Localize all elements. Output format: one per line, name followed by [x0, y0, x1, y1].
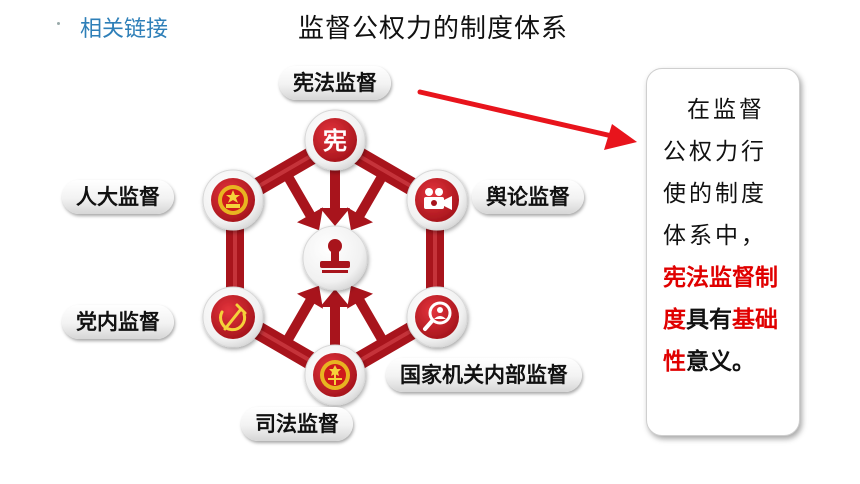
arrow-from-lower-right	[282, 285, 323, 344]
seal-stamp-icon	[320, 239, 350, 273]
section-label: 相关链接	[80, 17, 169, 42]
national-emblem-icon	[218, 185, 248, 215]
link-arrow	[417, 89, 637, 150]
arrow-from-top	[320, 170, 350, 226]
node-label-lower-left: 党内监督	[62, 305, 174, 339]
node-label-top: 宪法监督	[279, 66, 391, 100]
node-label-bottom: 司法监督	[241, 407, 353, 441]
node-label-upper-left: 人大监督	[62, 180, 174, 214]
video-camera-icon	[424, 188, 452, 210]
callout-text: 在监督公权力行使的制度体系中， 宪法监督制度具有基础性意义。	[663, 89, 785, 383]
decor-dot	[57, 22, 60, 25]
arrow-from-bottom	[320, 289, 350, 347]
arrow-from-lower-left	[347, 285, 388, 344]
court-emblem-icon	[320, 360, 350, 390]
callout-line1: 在监督公权力行使的制度体系中，	[663, 97, 767, 249]
callout-highlight-1: 宪法监督制度	[663, 265, 778, 333]
node-label-lower-right: 国家机关内部监督	[386, 358, 582, 392]
callout-highlight-2: 基础性	[663, 307, 778, 375]
callout-end: 意义。	[686, 349, 755, 375]
callout-mid: 具有	[686, 307, 732, 333]
inward-arrows	[282, 170, 388, 347]
arrow-from-upper-left	[347, 172, 388, 231]
page-title: 监督公权力的制度体系	[298, 14, 569, 44]
hammer-sickle-icon	[219, 303, 247, 332]
node-top	[304, 109, 366, 171]
callout-box: 在监督公权力行使的制度体系中， 宪法监督制度具有基础性意义。	[646, 68, 800, 436]
arrow-from-upper-right	[282, 172, 323, 231]
node-label-upper-right: 舆论监督	[472, 180, 584, 214]
magnifier-person-icon	[423, 301, 452, 331]
constitution-icon: 宪	[323, 126, 347, 155]
